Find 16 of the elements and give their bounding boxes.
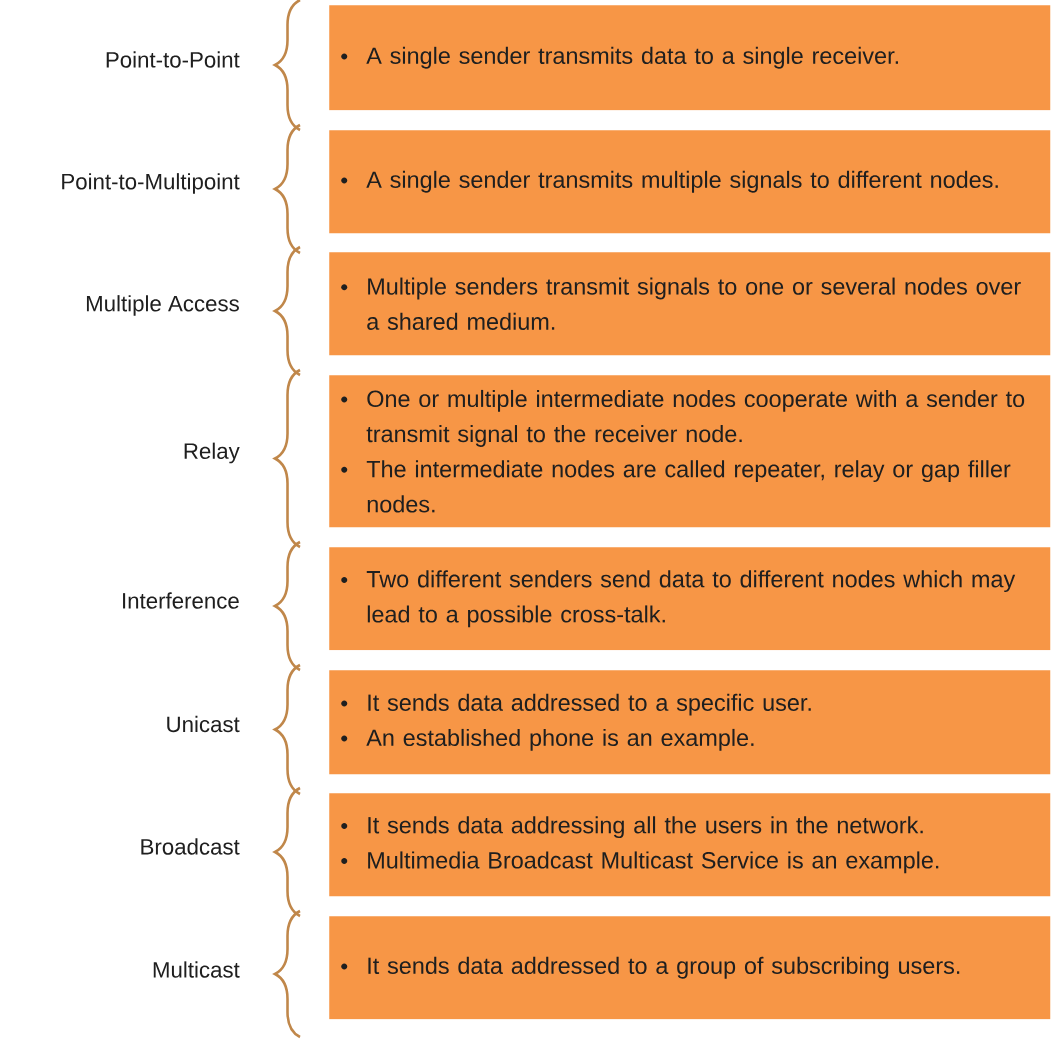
text-box: It sends data addressing all the users in the network. Multimedia Broadcast Multicast Service is an example.: [329, 793, 1051, 897]
text-box: It sends data addressed to a group of subscribing users.: [329, 916, 1051, 1020]
text-box: A single sender transmits data to a single receiver.: [329, 5, 1051, 111]
text-box: Multiple senders transmit signals to one or several nodes over a shared medium.: [329, 252, 1051, 356]
category-label: Unicast: [167, 715, 240, 733]
text-box: One or multiple intermediate nodes cooperate with a sender to transmit signal to the receiver node. The intermediate nodes are called repeater, relay or gap filler nodes.: [329, 375, 1051, 528]
category-label: Relay: [184, 442, 240, 464]
category-label: Multicast: [153, 961, 240, 978]
text-box: Two different senders send data to different nodes which may lead to a possible cross-talk.: [329, 547, 1051, 651]
text-box: It sends data addressed to a specific user. An established phone is an example.: [329, 670, 1051, 775]
category-label: Broadcast: [141, 838, 240, 855]
category-label: Point-to-Multipoint: [62, 173, 240, 194]
text-box: A single sender transmits multiple signals to different nodes.: [329, 130, 1051, 234]
category-label: Point-to-Point: [106, 51, 240, 68]
category-label: Multiple Access: [86, 295, 239, 316]
category-label: Interference: [123, 592, 239, 609]
